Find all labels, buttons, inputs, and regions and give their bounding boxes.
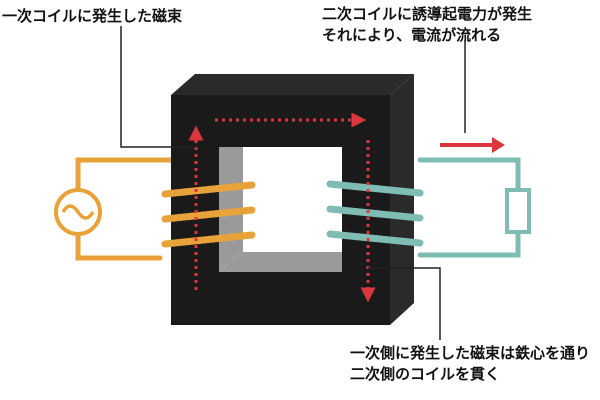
secondary-circuit [417, 157, 521, 258]
resistor-icon [505, 188, 531, 234]
core-top-face [171, 74, 414, 95]
primary-wire-bottom [75, 232, 163, 261]
label-primary-flux: 一次コイルに発生した磁束 [2, 7, 183, 25]
current-arrow-icon [440, 137, 505, 153]
label-flux-through-core: 一次側に発生した磁束は鉄心を通り 二次側のコイルを貫く [350, 343, 590, 385]
secondary-wire-top [417, 157, 521, 193]
primary-coil [161, 181, 256, 248]
flux-path [188, 112, 376, 303]
leader-core-flux [368, 267, 441, 340]
core-window [243, 147, 342, 252]
secondary-wire-bottom [417, 229, 521, 258]
ac-source-icon [54, 188, 102, 236]
label-secondary-line2: それにより、電流が流れる [322, 26, 502, 44]
label-core-line2: 二次側のコイルを貫く [349, 365, 500, 383]
label-secondary-induced: 二次コイルに誘導起電力が発生 それにより、電流が流れる [322, 4, 532, 46]
primary-circuit [75, 157, 174, 261]
primary-wire-top [75, 157, 174, 193]
label-secondary-line1: 二次コイルに誘導起電力が発生 [322, 5, 533, 23]
core-inner-bottom [219, 252, 342, 272]
core-right-face [390, 74, 414, 325]
leader-lines [120, 26, 466, 340]
secondary-coil [326, 180, 424, 247]
iron-core [171, 74, 414, 325]
leader-primary-flux [120, 26, 196, 148]
label-core-line1: 一次側に発生した磁束は鉄心を通り [349, 344, 590, 362]
